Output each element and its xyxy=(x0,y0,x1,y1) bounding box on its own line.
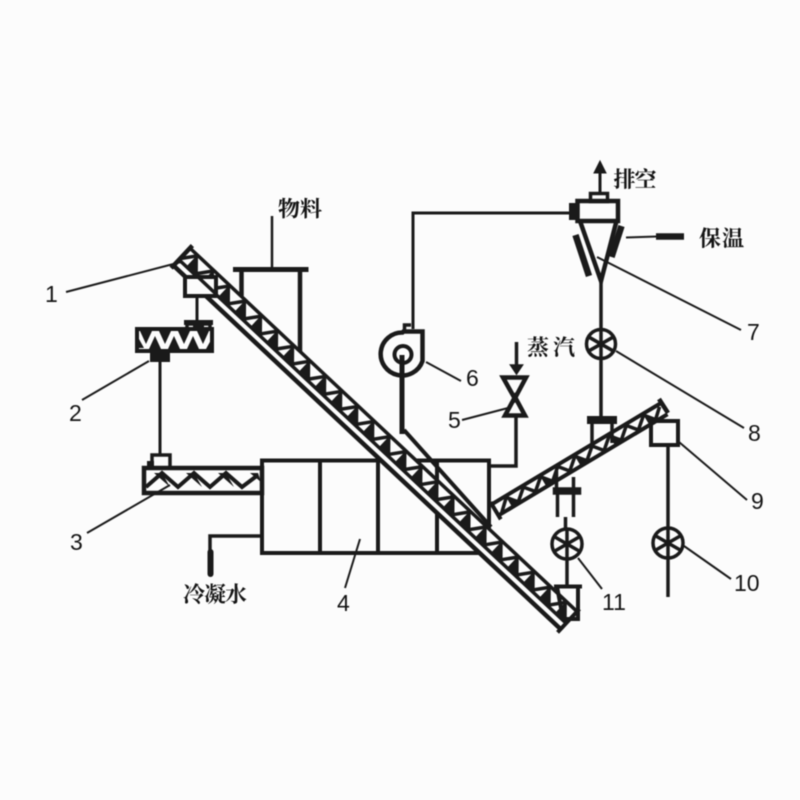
svg-text:4: 4 xyxy=(337,590,350,616)
svg-text:5: 5 xyxy=(448,407,461,433)
svg-text:2: 2 xyxy=(69,400,82,426)
svg-text:6: 6 xyxy=(466,365,479,391)
svg-text:1: 1 xyxy=(45,281,58,307)
svg-text:9: 9 xyxy=(751,488,764,514)
svg-text:7: 7 xyxy=(747,319,760,345)
svg-text:3: 3 xyxy=(70,529,83,555)
svg-text:10: 10 xyxy=(734,570,760,596)
svg-text:8: 8 xyxy=(748,420,761,446)
svg-text:11: 11 xyxy=(602,589,626,615)
